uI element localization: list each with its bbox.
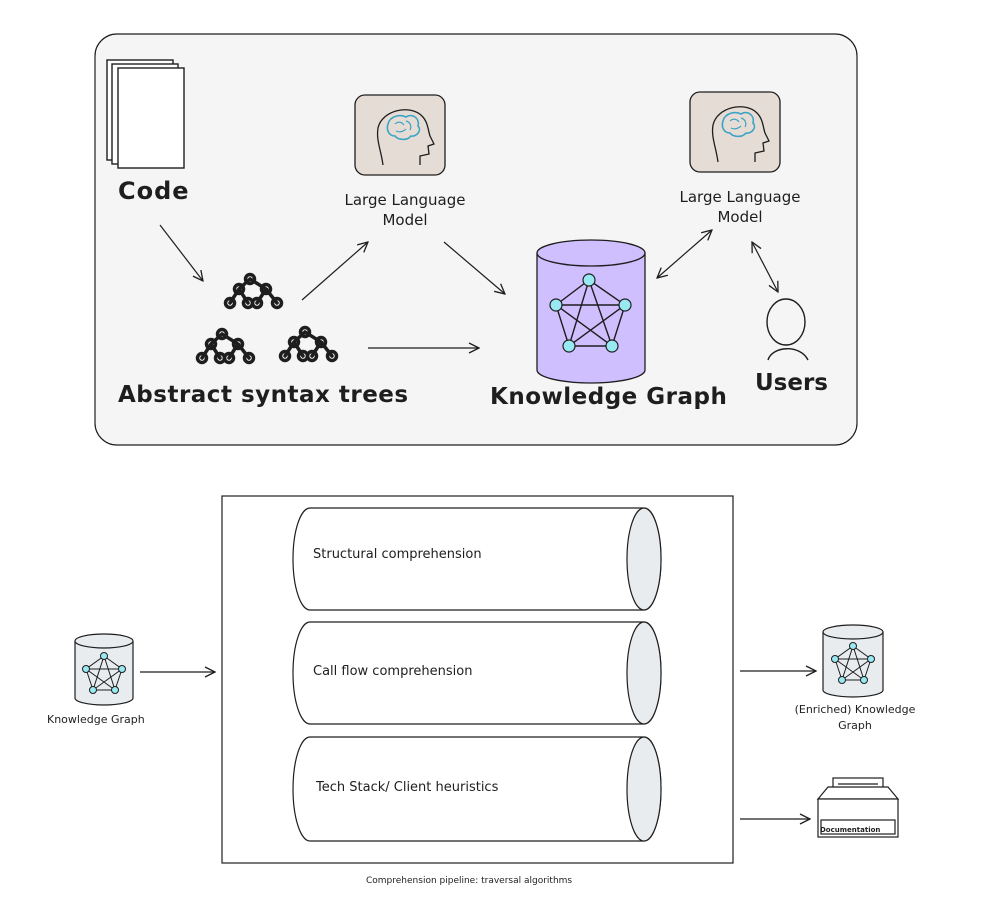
enriched-kg-label: (Enriched) Knowledge Graph xyxy=(794,703,916,732)
database-icon xyxy=(822,624,884,698)
pipeline-caption: Comprehension pipeline: traversal algori… xyxy=(366,876,573,886)
file-cabinet-icon xyxy=(816,777,900,838)
code-label: Code xyxy=(118,177,190,205)
documentation-label: Documentation xyxy=(820,826,881,834)
llm-right-label: Large Language Model xyxy=(679,188,801,226)
llm-left-label: Large Language Model xyxy=(344,191,466,229)
tree-icon xyxy=(195,272,339,365)
brain-head-icon xyxy=(354,94,446,176)
stage-label: Structural comprehension xyxy=(313,547,482,562)
user-icon xyxy=(766,298,809,361)
stage-label: Call flow comprehension xyxy=(313,664,473,679)
document-stack-icon xyxy=(106,59,185,169)
arrow-llm-to-kg xyxy=(443,241,505,294)
pipeline-stage-cylinder xyxy=(292,736,662,842)
pipeline-stage-cylinder xyxy=(292,507,662,611)
arrow-ast-to-llm xyxy=(301,242,368,301)
arrow-llm-users xyxy=(752,242,778,292)
kg-input-label: Knowledge Graph xyxy=(47,713,145,726)
users-label: Users xyxy=(755,370,828,396)
ast-label: Abstract syntax trees xyxy=(118,382,409,408)
brain-head-icon xyxy=(689,91,781,173)
arrow-kg-llm xyxy=(657,230,712,278)
top-panel xyxy=(94,33,858,446)
pipeline-stage-cylinder xyxy=(292,621,662,725)
arrow-code-to-ast xyxy=(159,224,203,281)
stage-label: Tech Stack/ Client heuristics xyxy=(316,780,499,795)
database-icon xyxy=(536,239,646,384)
database-icon xyxy=(74,633,134,706)
knowledge-graph-label: Knowledge Graph xyxy=(490,384,728,410)
